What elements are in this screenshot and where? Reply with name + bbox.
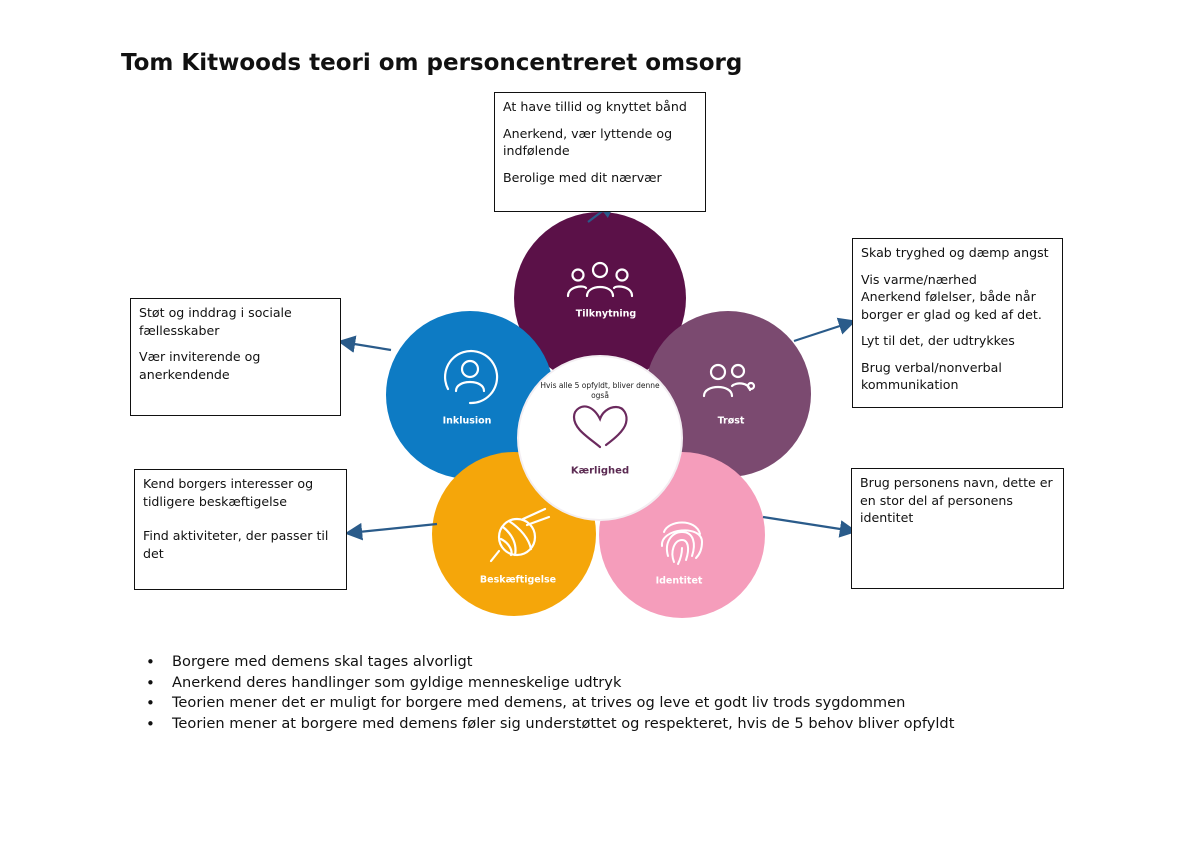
heart-icon	[572, 405, 628, 449]
yarn-icon	[489, 507, 551, 563]
arrow-inklusion	[337, 335, 392, 353]
group-icon	[566, 261, 634, 298]
box-line: Vær inviterende og anerkendende	[139, 349, 261, 382]
box-line: Anerkend, vær lyttende og indfølende	[503, 125, 673, 159]
fingerprint-icon	[660, 521, 704, 565]
box-line: Kend borgers interesser og tidligere bes…	[143, 476, 314, 509]
box-line: Find aktiviteter, der passer til det	[143, 528, 329, 561]
box-line: Vis varme/nærhed	[861, 271, 977, 287]
box-line: Skab tryghed og dæmp angst	[861, 245, 1049, 260]
person-icon	[443, 349, 499, 405]
page-title: Tom Kitwoods teori om personcentreret om…	[121, 50, 743, 76]
petal-label-identitet: Identitet	[655, 575, 703, 587]
box-line: Anerkend følelser, både når borger er gl…	[861, 289, 1042, 322]
center-note: Hvis alle 5 opfyldt, bliver denne også	[540, 381, 660, 400]
textbox-trost: Skab tryghed og dæmp angst Vis varme/nær…	[852, 238, 1063, 408]
arrow-beskaeftigelse	[344, 522, 438, 541]
textbox-beskaeftigelse: Kend borgers interesser og tidligere bes…	[134, 469, 347, 590]
petal-label-inklusion: Inklusion	[442, 415, 492, 427]
center-label-kaerlighed: Kærlighed	[570, 465, 630, 477]
box-line: Brug verbal/nonverbal kommunikation	[861, 359, 1002, 393]
box-line: Berolige med dit nærvær	[503, 169, 662, 185]
bullet-list: Borgere med demens skal tages alvorligt …	[142, 652, 954, 734]
bullet-item: Teorien mener at borgere med demens føle…	[146, 714, 954, 735]
petal-trost	[645, 311, 811, 477]
bullet-item: Teorien mener det er muligt for borgere …	[146, 693, 954, 714]
textbox-inklusion: Støt og inddrag i sociale fællesskaber V…	[130, 298, 341, 416]
arrow-identitet	[762, 515, 858, 538]
petal-label-trost: Trøst	[717, 415, 745, 427]
bullet-item: Borgere med demens skal tages alvorligt	[146, 652, 954, 673]
people-icon	[702, 363, 756, 398]
petal-inklusion	[386, 311, 554, 479]
petal-label-beskaeftigelse: Beskæftigelse	[479, 574, 557, 586]
box-line: Støt og inddrag i sociale fællesskaber	[139, 305, 292, 338]
bullet-item: Anerkend deres handlinger som gyldige me…	[146, 673, 954, 694]
box-line: Lyt til det, der udtrykkes	[861, 333, 1015, 348]
textbox-identitet: Brug personens navn, dette er en stor de…	[851, 468, 1064, 589]
center-circle	[517, 355, 683, 521]
arrow-trost	[793, 317, 857, 343]
textbox-tilknytning: At have tillid og knyttet bånd Anerkend,…	[494, 92, 706, 212]
box-line: Brug personens navn, dette er en stor de…	[860, 475, 1053, 525]
petal-tilknytning	[514, 212, 686, 384]
petal-label-tilknytning: Tilknytning	[575, 308, 637, 320]
box-line: At have tillid og knyttet bånd	[503, 99, 687, 114]
